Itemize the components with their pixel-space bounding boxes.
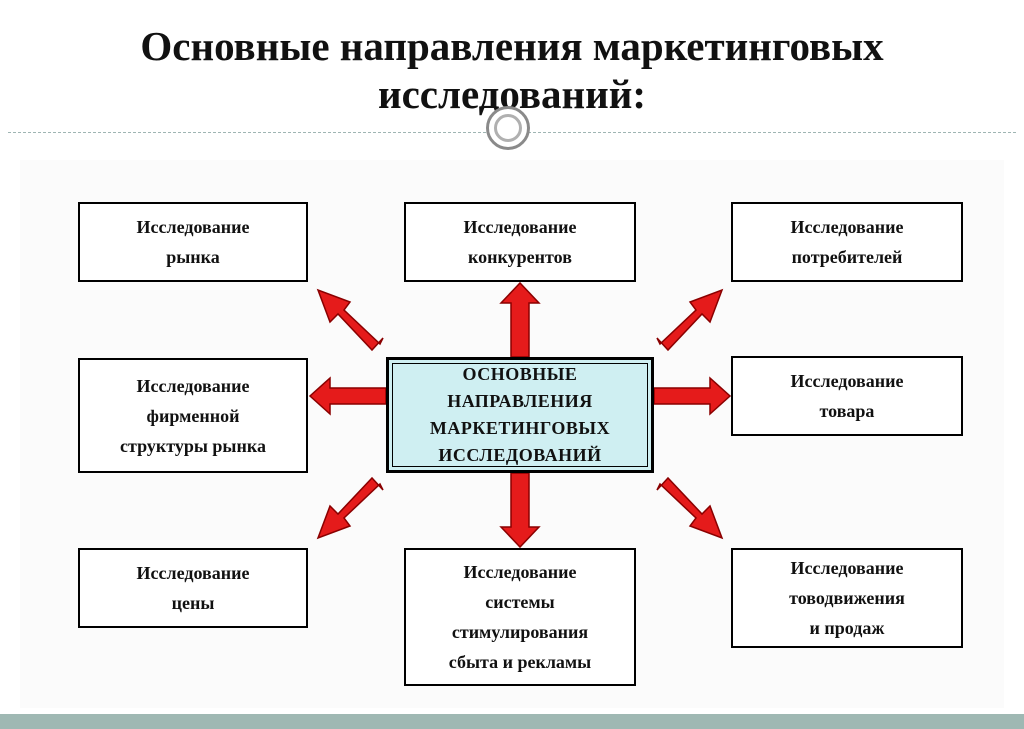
box-price-label: Исследование цены [136, 563, 250, 613]
box-distribution-research: Исследование товодвижения и продаж [731, 548, 963, 648]
box-market-label: Исследование рынка [136, 217, 250, 267]
box-competitor-research: Исследование конкурентов [404, 202, 636, 282]
box-consumer-research: Исследование потребителей [731, 202, 963, 282]
title-line-1: Основные направления маркетинговых [140, 23, 884, 69]
box-firm-structure-research: Исследование фирменной структуры рынка [78, 358, 308, 473]
box-firm-structure-label: Исследование фирменной структуры рынка [120, 375, 266, 456]
divider-ring-ornament [486, 106, 530, 150]
box-product-label: Исследование товара [790, 371, 904, 421]
box-market-research: Исследование рынка [78, 202, 308, 282]
page-title: Основные направления маркетинговых иссле… [0, 22, 1024, 118]
central-topic-label: ОСНОВНЫЕ НАПРАВЛЕНИЯ МАРКЕТИНГОВЫХ ИССЛЕ… [429, 364, 611, 465]
box-product-research: Исследование товара [731, 356, 963, 436]
bottom-bar [0, 714, 1024, 729]
box-promotion-research: Исследование системы стимулирования сбыт… [404, 548, 636, 686]
box-distribution-label: Исследование товодвижения и продаж [789, 558, 905, 638]
box-price-research: Исследование цены [78, 548, 308, 628]
central-topic-box: ОСНОВНЫЕ НАПРАВЛЕНИЯ МАРКЕТИНГОВЫХ ИССЛЕ… [386, 357, 654, 473]
box-competitors-label: Исследование конкурентов [463, 217, 577, 267]
box-promotion-label: Исследование системы стимулирования сбыт… [448, 562, 592, 672]
box-consumers-label: Исследование потребителей [790, 217, 904, 267]
